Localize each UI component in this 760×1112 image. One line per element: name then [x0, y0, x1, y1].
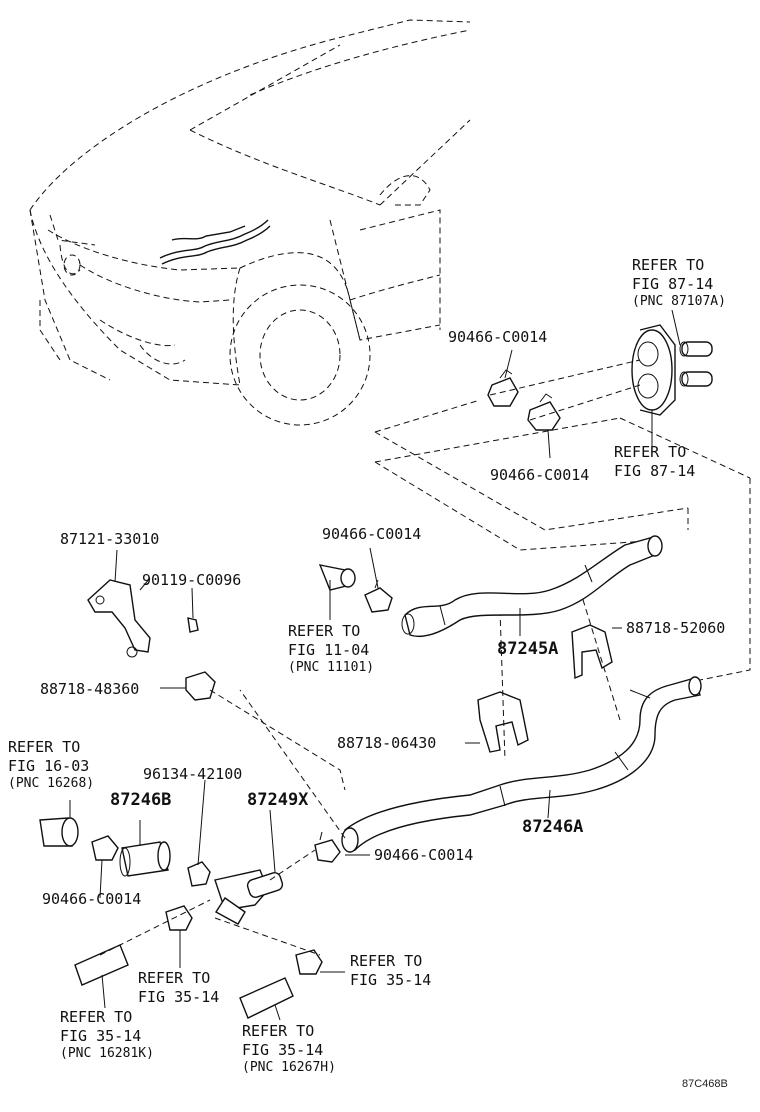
part-number-label: 87246A [522, 817, 584, 837]
fig-reference-label: FIG 35-14 [350, 971, 432, 989]
clamp-90466-hose [364, 579, 393, 613]
pnc-label: (PNC 87107A) [632, 294, 726, 309]
hose-87245a [401, 535, 663, 637]
pipe-fig-35-14-right [239, 977, 294, 1019]
refer-to-label: REFER TO [350, 952, 423, 970]
bracket-87121 [87, 579, 151, 658]
clip-96134 [187, 861, 211, 887]
part-number-label: 88718-48360 [40, 680, 140, 698]
clamp-lower-mid [295, 949, 323, 975]
fig-reference-label: FIG 87-14 [632, 275, 714, 293]
fig-reference-label: FIG 16-03 [8, 757, 90, 775]
hose-87246b [119, 841, 171, 877]
pipe-fig-11-04 [318, 564, 356, 591]
heater-core-grommet [631, 324, 713, 416]
part-number-label: 87246B [110, 790, 172, 810]
part-number-label: 90466-C0014 [42, 890, 142, 908]
refer-to-label: REFER TO [8, 738, 81, 756]
part-number-label: 87249X [247, 790, 309, 810]
pipe-fig-16-03 [39, 817, 79, 847]
fig-reference-label: FIG 87-14 [614, 462, 696, 480]
clamp-88718-06430 [477, 691, 529, 753]
refer-to-label: REFER TO [60, 1008, 133, 1026]
clamp-88718-48360 [185, 671, 216, 701]
part-number-label: 87121-33010 [60, 530, 160, 548]
fig-reference-label: FIG 11-04 [288, 641, 370, 659]
refer-to-label: REFER TO [288, 622, 361, 640]
part-number-label: 90466-C0014 [374, 846, 474, 864]
part-number-label: 88718-06430 [337, 734, 437, 752]
pnc-label: (PNC 11101) [288, 660, 375, 675]
diagram-code: 87C468B [682, 1078, 728, 1090]
valve-87249x [214, 869, 284, 925]
bolt-90119 [187, 617, 199, 633]
clamp-lower [527, 393, 561, 431]
pipe-fig-35-14-left [74, 944, 129, 986]
clamp-upper [487, 369, 519, 407]
clamp-90466-right [314, 831, 341, 863]
pnc-label: (PNC 16267H) [242, 1060, 336, 1075]
car-illustration [29, 19, 471, 426]
part-number-label: 88718-52060 [626, 619, 726, 637]
part-number-label: 90466-C0014 [448, 328, 548, 346]
refer-to-label: REFER TO [242, 1022, 315, 1040]
part-number-label: 96134-42100 [143, 765, 243, 783]
part-number-label: 87245A [497, 639, 559, 659]
pnc-label: (PNC 16281K) [60, 1046, 154, 1061]
refer-to-label: REFER TO [632, 256, 705, 274]
refer-to-label: REFER TO [138, 969, 211, 987]
refer-to-label: REFER TO [614, 443, 687, 461]
hose-87246a [341, 676, 702, 853]
fig-reference-label: FIG 35-14 [138, 988, 220, 1006]
fig-reference-label: FIG 35-14 [60, 1027, 142, 1045]
clamp-lower-left [165, 905, 193, 931]
fig-reference-label: FIG 35-14 [242, 1041, 324, 1059]
pnc-label: (PNC 16268) [8, 776, 95, 791]
clamp-88718-52060 [571, 624, 613, 680]
clamp-90466-left [91, 835, 119, 861]
part-number-label: 90466-C0014 [322, 525, 422, 543]
part-number-label: 90466-C0014 [490, 466, 590, 484]
part-number-label: 90119-C0096 [142, 571, 242, 589]
